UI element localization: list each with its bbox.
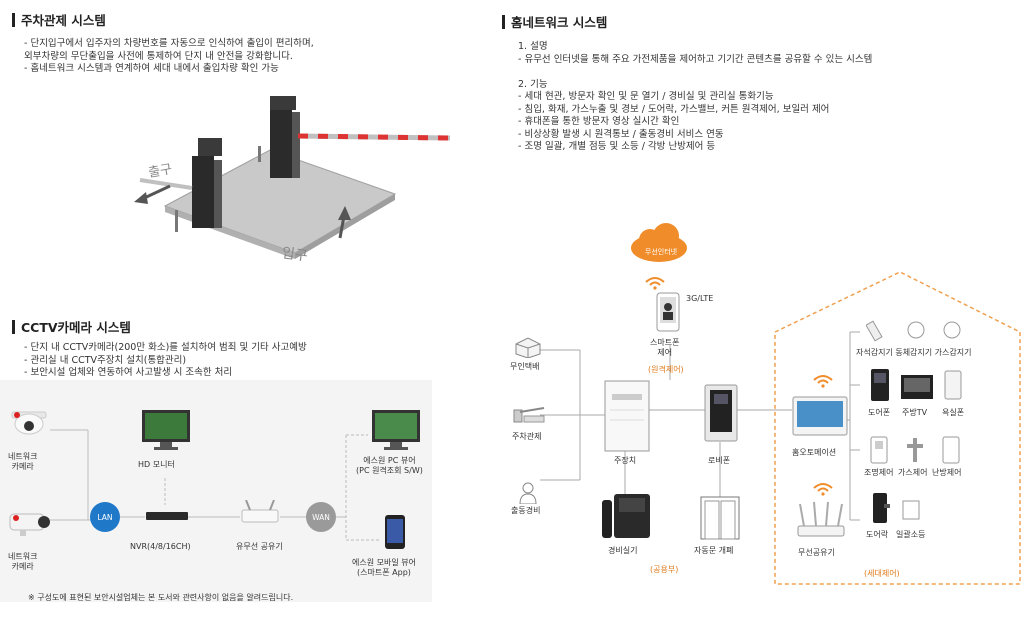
cctv-description: - 단지 내 CCTV카메라(200만 화소)를 설치하여 범죄 및 기타 사고… <box>24 342 307 380</box>
door-phone-icon <box>871 369 889 401</box>
cctv-title: CCTV카메라 시스템 <box>12 317 131 336</box>
home-automation-label: 홈오토메이션 <box>792 448 837 457</box>
cctv-line-3: - 보안시설 업체와 연동하여 사고발생 시 조속한 처리 <box>24 367 233 378</box>
dispatch-security-label: 출동경비 <box>511 506 541 515</box>
guard-station-icon <box>602 494 650 538</box>
lobby-phone-label: 로비폰 <box>708 456 731 465</box>
heating-control-icon <box>942 436 960 464</box>
wifi-icon <box>813 483 833 496</box>
remote-control-label: (원격제어) <box>648 365 684 374</box>
dome-camera-icon <box>11 411 47 435</box>
household-control-label: (세대제어) <box>864 569 900 578</box>
cctv-line-2: - 관리실 내 CCTV주장치 설치(통합관리) <box>24 354 187 366</box>
cloud-icon <box>631 223 687 262</box>
auto-door-label: 자동문 개폐 <box>694 546 734 555</box>
homenet-line-2: - 유무선 인터넷을 통해 주요 가전제품을 제어하고 기기간 콘텐츠를 공유할… <box>518 53 873 65</box>
guard-station-label: 경비실기 <box>608 546 638 555</box>
homenet-line-4: 2. 기능 <box>518 78 548 90</box>
smartphone-control-icon <box>656 292 680 332</box>
parking-title: 주차관제 시스템 <box>12 10 106 29</box>
door-lock-label: 도어락 <box>866 530 889 539</box>
homenet-title: 홈네트워크 시스템 <box>502 12 607 31</box>
lte-label: 3G/LTE <box>686 294 714 303</box>
main-unit-label: 주장치 <box>614 456 637 465</box>
camera-2-label: 네트워크 카메라 <box>8 552 38 571</box>
parking-gate-illustration <box>134 96 451 259</box>
parking-description: - 단지입구에서 입주자의 차량번호를 자동으로 인식하여 출입이 편리하며, … <box>24 38 314 76</box>
cctv-line-1: - 단지 내 CCTV카메라(200만 화소)를 설치하여 범죄 및 기타 사고… <box>24 342 307 353</box>
gas-sensor-icon <box>943 321 961 339</box>
parking-line-1: - 단지입구에서 입주자의 차량번호를 자동으로 인식하여 출입이 편리하며, <box>24 38 314 49</box>
hd-monitor-label: HD 모니터 <box>138 460 175 469</box>
lan-node: LAN <box>90 502 120 532</box>
all-lights-off-label: 일괄소등 <box>896 530 926 539</box>
auto-door-icon <box>700 496 740 540</box>
all-lights-off-icon <box>902 500 920 520</box>
camera-1-label: 네트워크 카메라 <box>8 452 38 471</box>
sensors-label: 자석감지기 동체감지기 가스감지기 <box>856 348 972 357</box>
homenet-line-8: - 비상상황 발생 시 원격통보 / 출동경비 서비스 연동 <box>518 128 724 140</box>
wan-node: WAN <box>306 502 336 532</box>
homenet-line-1: 1. 설명 <box>518 41 548 52</box>
homenet-line-7: - 휴대폰을 통한 방문자 영상 실시간 확인 <box>518 116 680 127</box>
home-automation-panel-icon <box>792 396 848 436</box>
homenet-diagram-lines <box>540 271 1021 585</box>
parcel-box-icon <box>515 337 541 358</box>
router-icon <box>241 500 279 523</box>
unmanned-delivery-label: 무인택배 <box>510 362 540 371</box>
homenet-line-6: - 침입, 화재, 가스누출 및 경보 / 도어락, 가스밸브, 커튼 원격제어… <box>518 103 830 115</box>
wifi-icon <box>813 375 833 388</box>
hd-monitor-icon <box>142 410 190 450</box>
title-bar <box>12 319 15 334</box>
nvr-icon <box>146 512 188 520</box>
gas-valve-icon <box>907 438 923 462</box>
motion-sensor-icon <box>907 321 925 339</box>
magnetic-sensor-icon <box>866 320 883 342</box>
bathroom-phone-label: 욕실폰 <box>942 408 965 417</box>
bathroom-phone-icon <box>944 370 962 400</box>
wireless-router-label: 무선공유기 <box>798 548 835 557</box>
router-label: 유무선 공유기 <box>236 542 283 551</box>
smartphone-control-label: 스마트폰 제어 <box>650 338 680 357</box>
parking-control-label: 주차관제 <box>512 432 542 441</box>
smartphone-icon <box>385 515 405 549</box>
homenet-line-9: - 조명 일괄, 개별 점등 및 소등 / 각방 난방제어 등 <box>518 141 716 152</box>
nvr-label: NVR(4/8/16CH) <box>130 542 191 551</box>
entry-floor-label: 입구 <box>280 245 309 265</box>
door-phone-label: 도어폰 <box>868 408 891 417</box>
common-area-label: (공용부) <box>650 565 679 574</box>
light-control-icon <box>870 436 888 464</box>
wireless-router-icon <box>797 501 845 537</box>
bullet-camera-icon <box>9 513 50 536</box>
parking-line-2: 외부차량의 무단출입을 사전에 통제하여 단지 내 안전을 강화합니다. <box>24 50 293 62</box>
security-guard-icon <box>519 482 537 504</box>
pc-viewer-label: 에스원 PC 뷰어 (PC 원격조회 S/W) <box>356 456 423 475</box>
homenet-description: 1. 설명 - 유무선 인터넷을 통해 주요 가전제품을 제어하고 기기간 콘텐… <box>518 41 872 154</box>
title-bar <box>12 12 15 27</box>
parking-barrier-icon <box>513 407 545 423</box>
homenet-line-3 <box>518 66 872 79</box>
title-bar <box>502 14 505 29</box>
lobby-phone-icon <box>704 384 738 442</box>
wifi-icon <box>645 277 665 290</box>
gas-control-label: 가스제어 <box>898 468 928 477</box>
main-unit-icon <box>604 380 650 452</box>
cctv-diagram-panel: 네트워크 카메라 네트워크 카메라 LAN HD 모니터 NVR(4/8/16C… <box>0 380 432 602</box>
cloud-label: 무선인터넷 <box>644 248 678 256</box>
pc-viewer-icon <box>372 410 420 450</box>
cctv-note: ※ 구성도에 표현된 보안시설업체는 본 도서와 관련사항이 없음을 알려드립니… <box>28 593 294 602</box>
homenet-line-5: - 세대 현관, 방문자 확인 및 문 열기 / 경비실 및 관리실 통화기능 <box>518 91 774 102</box>
door-lock-icon <box>873 493 890 523</box>
heating-control-label: 난방제어 <box>932 468 962 477</box>
mobile-viewer-label: 에스원 모바일 뷰어 (스마트폰 App) <box>352 558 416 577</box>
kitchen-tv-label: 주방TV <box>902 408 928 417</box>
kitchen-tv-icon <box>901 375 933 399</box>
parking-line-3: - 홈네트워크 시스템과 연계하여 세대 내에서 출입차량 확인 가능 <box>24 63 279 74</box>
light-control-label: 조명제어 <box>864 468 894 477</box>
sensor-icons <box>866 320 961 342</box>
